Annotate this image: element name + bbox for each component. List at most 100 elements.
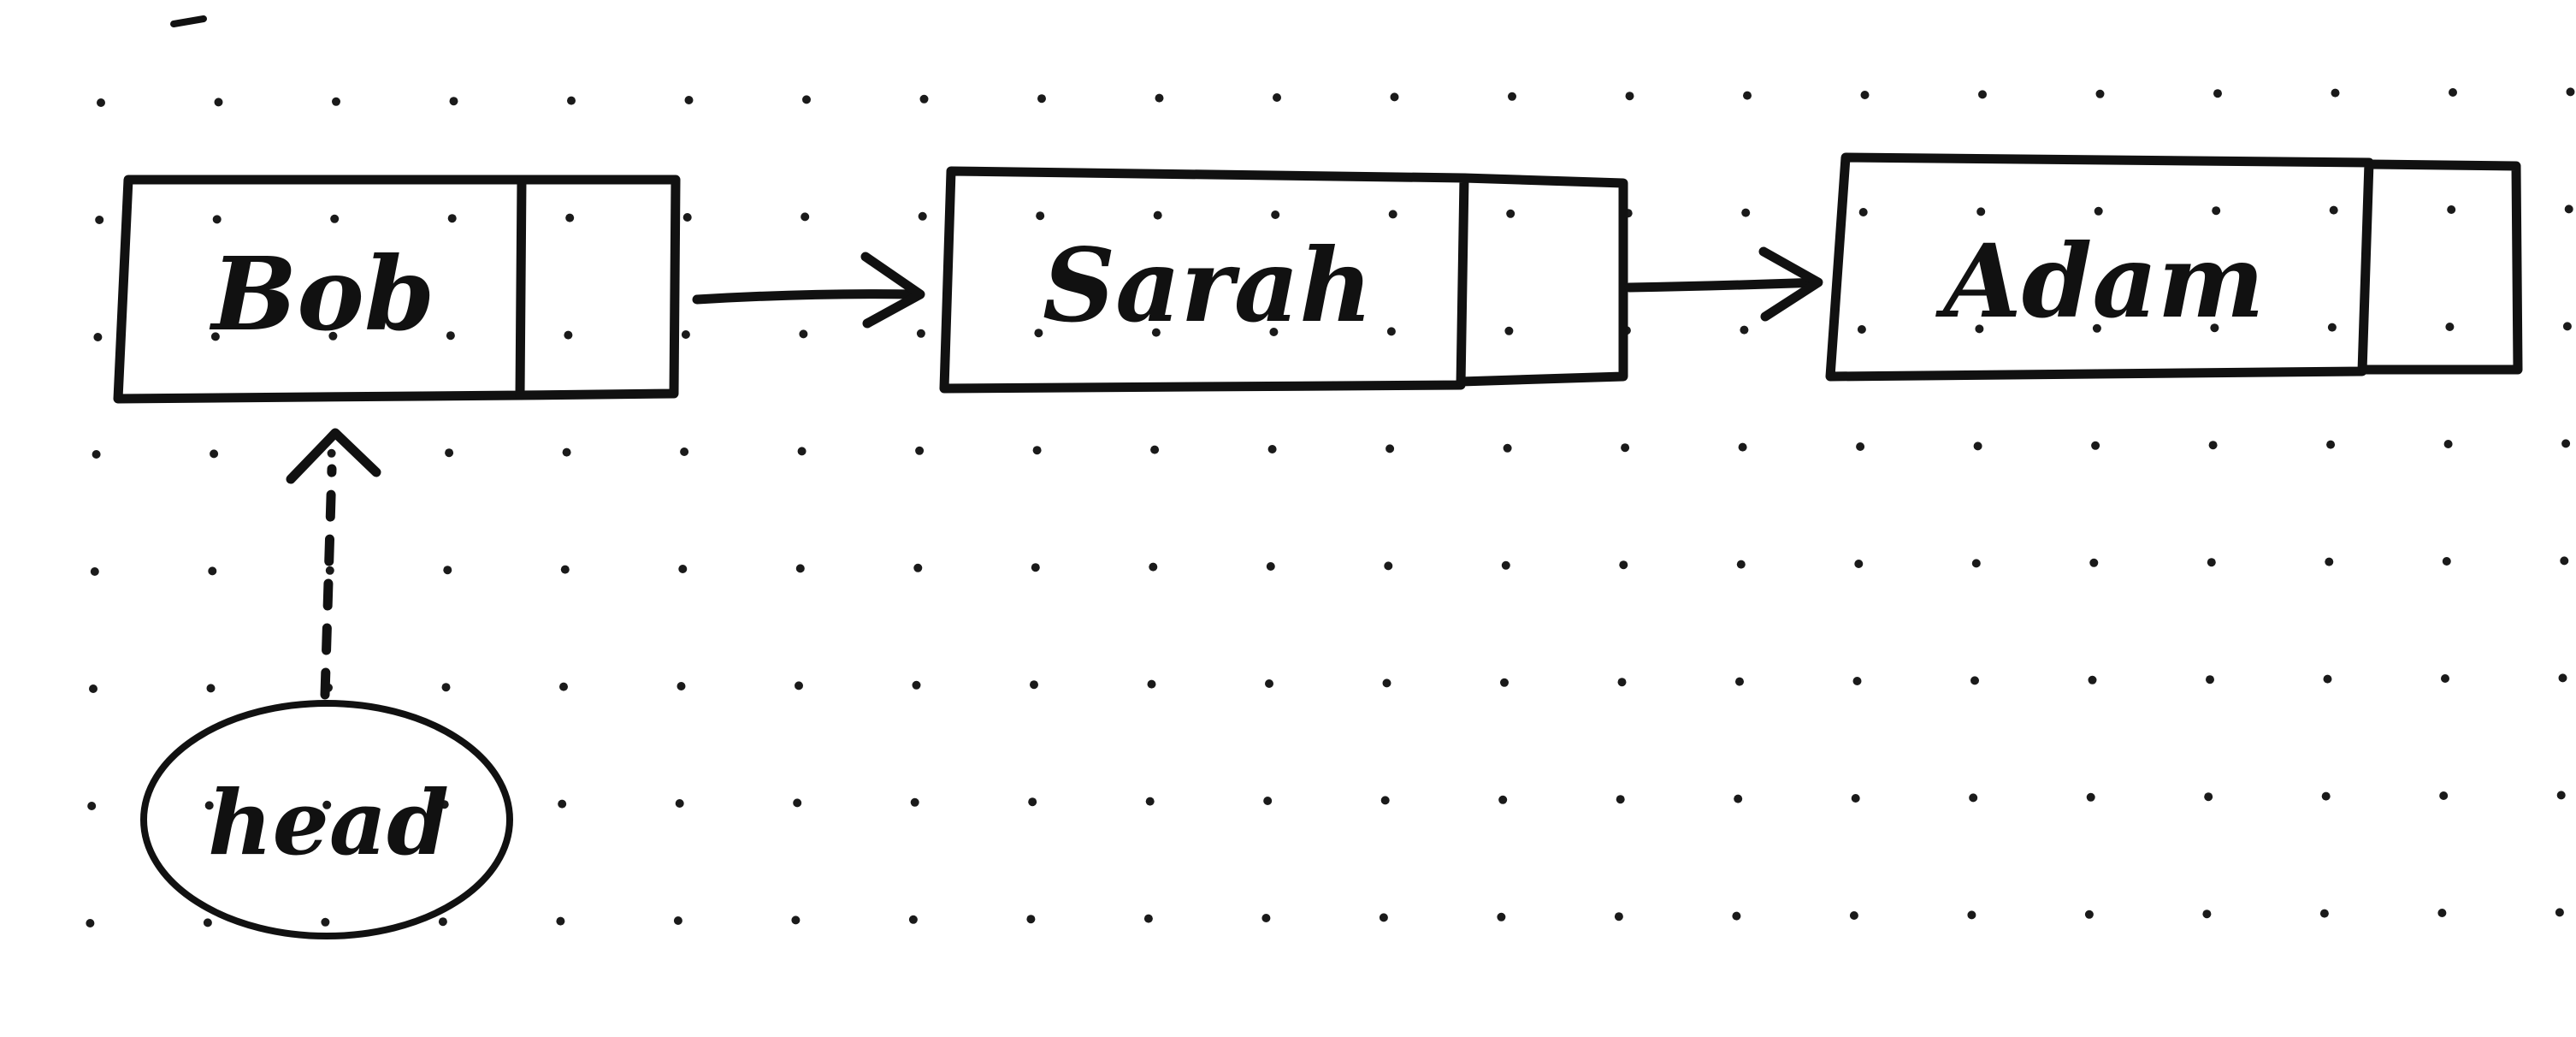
- grid-dot: [560, 565, 570, 574]
- grid-dot: [90, 567, 99, 576]
- grid-dot: [908, 915, 918, 924]
- grid-dot: [2562, 322, 2572, 331]
- grid-dot: [97, 98, 105, 107]
- grid-dot: [438, 917, 447, 927]
- grid-dot: [2327, 323, 2337, 332]
- grid-dot: [210, 332, 220, 341]
- grid-dot: [1031, 563, 1040, 572]
- grid-dot: [445, 448, 454, 458]
- grid-dot: [1150, 445, 1160, 454]
- grid-dot: [321, 917, 330, 927]
- grid-dot: [447, 214, 457, 223]
- grid-dot: [1504, 326, 1514, 335]
- grid-dot: [1261, 914, 1271, 922]
- grid-dot: [1149, 562, 1158, 572]
- grid-dot: [2091, 441, 2100, 450]
- grid-dot: [95, 216, 104, 224]
- grid-dot: [212, 215, 222, 224]
- grid-dot: [441, 683, 451, 692]
- grid-dot: [1967, 910, 1976, 920]
- grid-dot: [1153, 210, 1162, 220]
- arrow-shaft: [1624, 277, 1822, 293]
- grid-dot: [1269, 328, 1279, 336]
- grid-dot: [1379, 913, 1388, 922]
- grid-dot: [2325, 557, 2334, 566]
- grid-dot: [919, 94, 929, 104]
- dot-grid: [86, 87, 2575, 927]
- grid-dot: [204, 801, 214, 810]
- grid-dot: [1390, 92, 1399, 102]
- grid-dot: [1026, 915, 1036, 924]
- grid-dot: [684, 96, 694, 104]
- grid-dot: [1508, 92, 1516, 101]
- grid-dot: [2088, 675, 2097, 684]
- grid-dot: [1143, 914, 1153, 923]
- grid-dot: [2566, 87, 2575, 97]
- grid-dot: [1498, 795, 1508, 804]
- grid-dot: [2442, 557, 2451, 566]
- grid-dot: [2447, 205, 2456, 214]
- grid-dot: [2084, 910, 2094, 919]
- grid-dot: [1030, 680, 1038, 690]
- grid-dot: [1151, 328, 1161, 337]
- grid-dot: [802, 95, 811, 104]
- grid-dot: [1506, 209, 1515, 218]
- grid-dot: [327, 448, 336, 458]
- grid-dot: [678, 565, 688, 573]
- grid-dot: [2558, 673, 2567, 683]
- grid-dot: [2206, 675, 2214, 684]
- grid-dot: [92, 450, 101, 459]
- grid-dot: [915, 446, 925, 455]
- grid-dot: [1743, 91, 1752, 100]
- grid-dot: [2204, 792, 2213, 802]
- grid-dot: [2326, 440, 2336, 449]
- grid-dot: [203, 918, 212, 927]
- grid-dot: [1265, 679, 1273, 688]
- head-pointer: head: [140, 428, 513, 939]
- grid-dot: [564, 330, 573, 340]
- grid-dot: [1616, 795, 1625, 804]
- grid-dot: [328, 331, 338, 341]
- grid-dot: [1497, 912, 1506, 921]
- grid-dot: [2437, 909, 2447, 917]
- grid-dot: [89, 684, 97, 693]
- grid-dot: [912, 680, 921, 690]
- grid-dot: [214, 98, 223, 107]
- grid-dot: [2213, 89, 2222, 98]
- grid-dot: [332, 97, 340, 106]
- grid-dot: [2445, 323, 2455, 331]
- grid-dot: [2089, 558, 2099, 567]
- grid-dot: [1625, 92, 1634, 101]
- grid-dot: [1858, 208, 1868, 216]
- dashed-pointer-line: [320, 464, 337, 700]
- grid-dot: [1970, 676, 1979, 685]
- grid-dot: [556, 916, 565, 926]
- grid-dot: [1147, 679, 1156, 689]
- grid-dot: [446, 331, 455, 341]
- grid-dot: [1971, 559, 1981, 568]
- grid-dot: [1976, 207, 1986, 216]
- grid-dot: [2443, 440, 2453, 448]
- grid-dot: [440, 800, 449, 809]
- grid-dot: [1273, 93, 1281, 102]
- grid-dot: [675, 799, 684, 808]
- grid-dot: [2092, 323, 2101, 333]
- grid-dot: [2207, 558, 2216, 567]
- grid-dot: [1034, 329, 1043, 338]
- grid-dot: [2210, 323, 2219, 333]
- grid-dot: [1614, 912, 1623, 921]
- grid-dot: [1503, 443, 1512, 453]
- grid-dot: [2564, 204, 2573, 214]
- grid-dot: [322, 800, 332, 809]
- grid-dot: [2560, 556, 2569, 566]
- grid-dot: [2202, 910, 2212, 919]
- grid-dot: [1735, 677, 1744, 686]
- grid-dot: [2561, 439, 2571, 448]
- grid-dot: [1621, 443, 1630, 453]
- grid-dot: [1386, 327, 1396, 336]
- grid-dot: [562, 447, 571, 457]
- grid-dot: [1969, 793, 1978, 803]
- grid-dot: [1734, 794, 1743, 803]
- grid-dot: [1740, 325, 1749, 335]
- grid-dot: [2321, 791, 2331, 801]
